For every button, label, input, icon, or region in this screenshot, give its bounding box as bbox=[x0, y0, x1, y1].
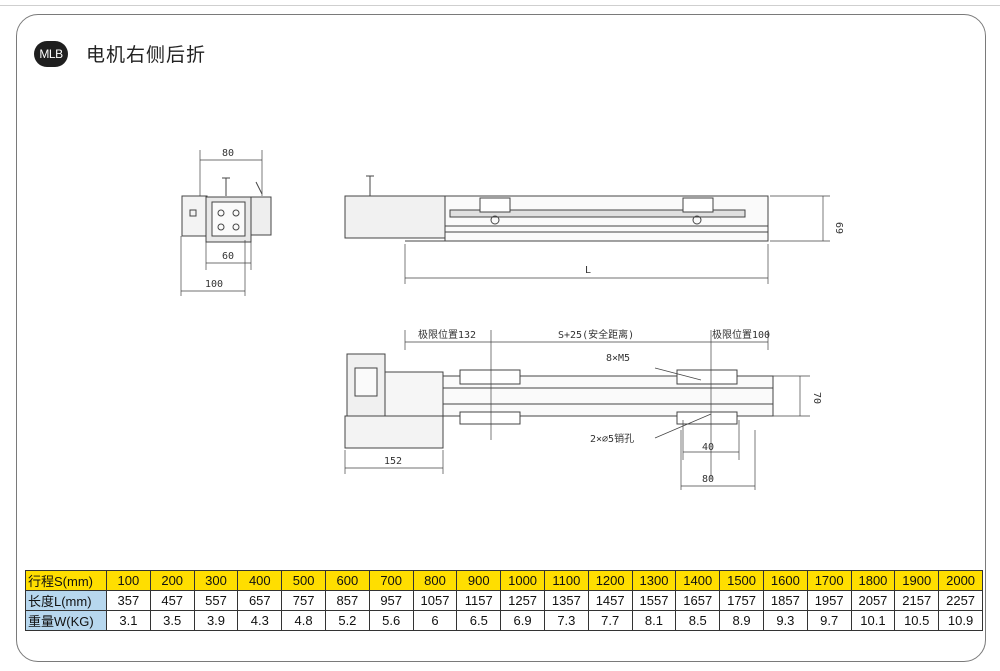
table-cell: 2157 bbox=[894, 590, 940, 611]
table-cell: 1400 bbox=[675, 570, 721, 591]
table-cell: 1000 bbox=[500, 570, 545, 591]
table-cell: 3.5 bbox=[149, 610, 195, 631]
dim-80-top: 80 bbox=[222, 148, 234, 159]
table-cell: 9.7 bbox=[806, 610, 852, 631]
page-frame bbox=[16, 14, 986, 662]
table-cell: 557 bbox=[193, 590, 239, 611]
table-cell: 1057 bbox=[412, 590, 458, 611]
table-cell: 900 bbox=[456, 570, 502, 591]
label-safety-distance: S+25(安全距离) bbox=[558, 328, 634, 341]
table-cell: 357 bbox=[106, 590, 151, 611]
table-cell: 6.9 bbox=[500, 610, 545, 631]
table-cell: 300 bbox=[193, 570, 239, 591]
table-cell: 1757 bbox=[719, 590, 764, 611]
table-cell: 8.1 bbox=[631, 610, 677, 631]
table-cell: 757 bbox=[281, 590, 326, 611]
technical-drawing: 80 60 100 L 69 极限位置132 S+25(安全距离) 极限位置10… bbox=[180, 148, 844, 490]
model-badge: MLB bbox=[34, 41, 68, 67]
table-cell: 7.7 bbox=[587, 610, 633, 631]
table-cell: 1900 bbox=[894, 570, 940, 591]
table-cell: 700 bbox=[368, 570, 414, 591]
table-cell: 1657 bbox=[675, 590, 721, 611]
table-cell: 2257 bbox=[938, 590, 983, 611]
row-header: 长度L(mm) bbox=[25, 590, 107, 611]
label-pin-holes: 2×∅5销孔 bbox=[590, 432, 634, 445]
table-cell: 1857 bbox=[762, 590, 808, 611]
dim-40: 40 bbox=[702, 442, 714, 453]
dim-100: 100 bbox=[205, 279, 223, 290]
table-cell: 3.1 bbox=[106, 610, 151, 631]
table-cell: 1600 bbox=[762, 570, 808, 591]
table-cell: 1157 bbox=[456, 590, 502, 611]
dim-152: 152 bbox=[384, 456, 402, 467]
table-cell: 3.9 bbox=[193, 610, 239, 631]
table-cell: 10.9 bbox=[938, 610, 983, 631]
label-screws: 8×M5 bbox=[606, 353, 630, 364]
table-cell: 4.8 bbox=[281, 610, 326, 631]
top-rule bbox=[0, 5, 1000, 6]
row-header: 行程S(mm) bbox=[25, 570, 107, 591]
dim-70: 70 bbox=[811, 392, 822, 404]
table-cell: 1557 bbox=[631, 590, 677, 611]
table-cell: 1500 bbox=[719, 570, 764, 591]
table-cell: 1700 bbox=[806, 570, 852, 591]
table-cell: 6 bbox=[412, 610, 458, 631]
table-cell: 8.5 bbox=[675, 610, 721, 631]
table-cell: 8.9 bbox=[719, 610, 764, 631]
table-cell: 457 bbox=[149, 590, 195, 611]
table-cell: 4.3 bbox=[237, 610, 283, 631]
table-cell: 1300 bbox=[631, 570, 677, 591]
table-cell: 957 bbox=[368, 590, 414, 611]
table-cell: 100 bbox=[106, 570, 151, 591]
table-cell: 7.3 bbox=[543, 610, 589, 631]
table-cell: 1457 bbox=[587, 590, 633, 611]
table-cell: 600 bbox=[324, 570, 370, 591]
label-limit-right: 极限位置100 bbox=[712, 328, 770, 341]
plan-view bbox=[344, 330, 810, 490]
table-cell: 9.3 bbox=[762, 610, 808, 631]
table-cell: 2057 bbox=[850, 590, 896, 611]
table-cell: 10.1 bbox=[850, 610, 896, 631]
table-cell: 200 bbox=[149, 570, 195, 591]
row-header: 重量W(KG) bbox=[25, 610, 107, 631]
label-limit-left: 极限位置132 bbox=[418, 328, 476, 341]
table-cell: 1200 bbox=[587, 570, 633, 591]
table-cell: 1957 bbox=[806, 590, 852, 611]
table-cell: 5.6 bbox=[368, 610, 414, 631]
table-cell: 6.5 bbox=[456, 610, 502, 631]
table-cell: 500 bbox=[281, 570, 326, 591]
table-cell: 400 bbox=[237, 570, 283, 591]
side-view bbox=[344, 175, 830, 284]
table-cell: 1257 bbox=[500, 590, 545, 611]
end-view bbox=[180, 150, 272, 296]
table-cell: 657 bbox=[237, 590, 283, 611]
page-title: 电机右侧后折 bbox=[86, 44, 207, 66]
table-cell: 1357 bbox=[543, 590, 589, 611]
table-cell: 10.5 bbox=[894, 610, 940, 631]
table-cell: 1800 bbox=[850, 570, 896, 591]
dim-69: 69 bbox=[833, 222, 844, 234]
table-cell: 2000 bbox=[938, 570, 983, 591]
dim-80-bottom: 80 bbox=[702, 474, 714, 485]
dim-length-L: L bbox=[585, 265, 591, 276]
table-cell: 800 bbox=[412, 570, 458, 591]
table-cell: 1100 bbox=[543, 570, 589, 591]
table-cell: 5.2 bbox=[324, 610, 370, 631]
dim-60: 60 bbox=[222, 251, 234, 262]
table-cell: 857 bbox=[324, 590, 370, 611]
